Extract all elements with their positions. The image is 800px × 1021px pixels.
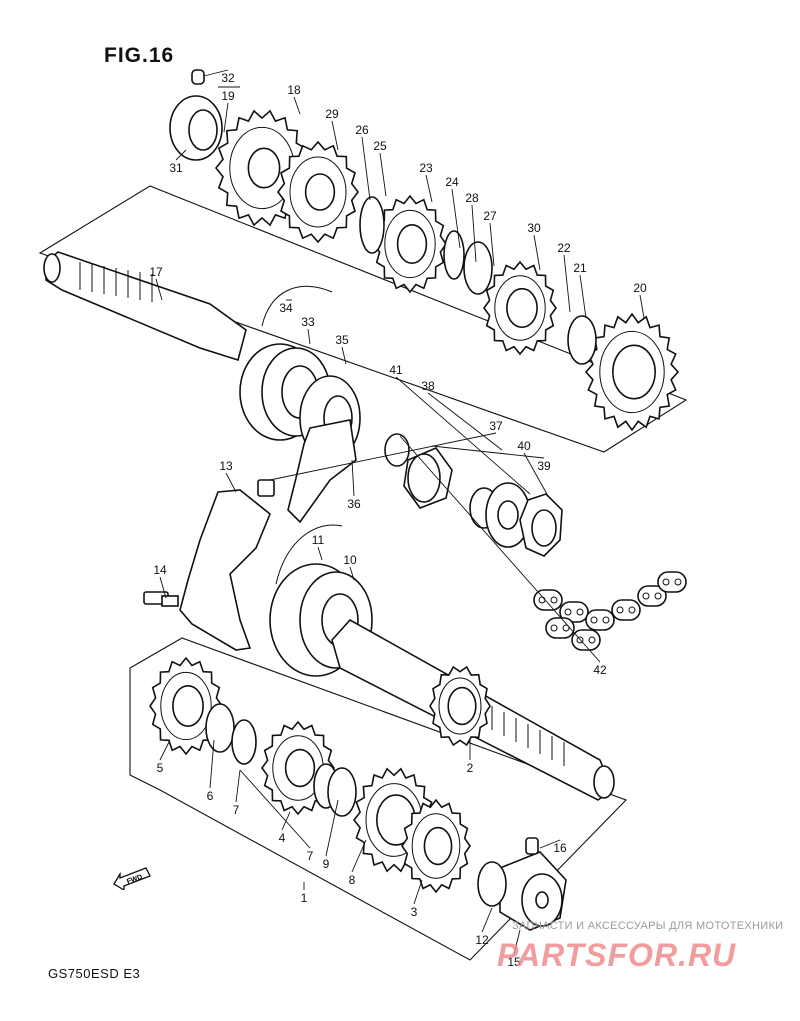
callout-30: 30 [527, 221, 541, 235]
callout-42: 42 [593, 663, 607, 677]
callout-34: 34 [279, 301, 293, 315]
callout-19: 19 [221, 89, 235, 103]
plate-36 [287, 419, 357, 524]
callout-7: 7 [233, 803, 240, 817]
callout-40: 40 [517, 439, 531, 453]
callout-31: 31 [169, 161, 183, 175]
gear-2 [429, 665, 491, 747]
callout-20: 20 [633, 281, 647, 295]
watermark-caption: ЗАПЧАСТИ И АКСЕССУАРЫ ДЛЯ МОТОТЕХНИКИ [512, 920, 784, 932]
callout-36: 36 [347, 497, 361, 511]
bearing-15 [499, 851, 567, 931]
bolt-14 [143, 591, 179, 607]
gear-3 [401, 798, 471, 894]
callout-26: 26 [355, 123, 369, 137]
pin-16 [525, 837, 539, 855]
washers-lower [205, 703, 357, 817]
washer-41 [485, 482, 531, 548]
callout-8: 8 [349, 873, 356, 887]
gear-29 [277, 140, 359, 244]
callout-23: 23 [419, 161, 433, 175]
callout-11: 11 [312, 533, 325, 547]
gear-23 [373, 194, 447, 294]
figure-title: FIG.16 [104, 44, 175, 67]
washer-12 [477, 861, 507, 907]
callout-32: 32 [221, 71, 235, 85]
callout-22: 22 [557, 241, 571, 255]
callout-16: 16 [553, 841, 567, 855]
callout-15: 15 [507, 955, 521, 969]
callout-12: 12 [475, 933, 489, 947]
model-code: GS750ESD E3 [48, 966, 141, 981]
washers-upper [359, 196, 597, 365]
countershaft-group-frame [38, 185, 688, 453]
watermark-logo: PARTSFOR.RU [497, 937, 737, 973]
gear-20 [584, 312, 680, 432]
callout-13: 13 [219, 459, 233, 473]
bolt-37 [257, 479, 275, 497]
cover-plate-13 [179, 489, 271, 651]
callout-5: 5 [157, 761, 164, 775]
callout-35: 35 [335, 333, 349, 347]
callout-39: 39 [537, 459, 551, 473]
gear-30 [483, 260, 557, 356]
gear-5 [149, 656, 223, 756]
callout-3: 3 [411, 905, 418, 919]
callout-7: 7 [307, 849, 314, 863]
callout-6: 6 [207, 789, 214, 803]
callout-37: 37 [489, 419, 503, 433]
callout-41: 41 [389, 363, 403, 377]
chain-43 [533, 571, 687, 651]
countershaft [43, 251, 247, 362]
o-ring-42 [384, 433, 410, 467]
driveshaft-group-frame [129, 637, 627, 961]
circlip-34 [261, 285, 333, 327]
callout-9: 9 [323, 857, 330, 871]
callout-25: 25 [373, 139, 387, 153]
fwd-arrow-icon: FWD [112, 862, 152, 895]
callout-21: 21 [573, 261, 587, 275]
callout-labels: 1234567789101112131415161718192021222324… [149, 71, 647, 969]
circlip-11 [275, 524, 343, 585]
callout-4: 4 [279, 831, 286, 845]
leader-lines [155, 69, 645, 955]
callout-33: 33 [301, 315, 315, 329]
callout-24: 24 [445, 175, 459, 189]
callout-14: 14 [153, 563, 167, 577]
callout-27: 27 [483, 209, 497, 223]
callout-18: 18 [287, 83, 301, 97]
callout-2: 2 [467, 761, 474, 775]
nut-40 [519, 493, 563, 557]
callout-17: 17 [149, 265, 163, 279]
callout-28: 28 [465, 191, 479, 205]
callout-10: 10 [343, 553, 357, 567]
spacer-39 [403, 447, 453, 509]
callout-29: 29 [325, 107, 339, 121]
bearing-31 [169, 69, 223, 161]
callout-38: 38 [421, 379, 435, 393]
callout-1: 1 [301, 891, 308, 905]
